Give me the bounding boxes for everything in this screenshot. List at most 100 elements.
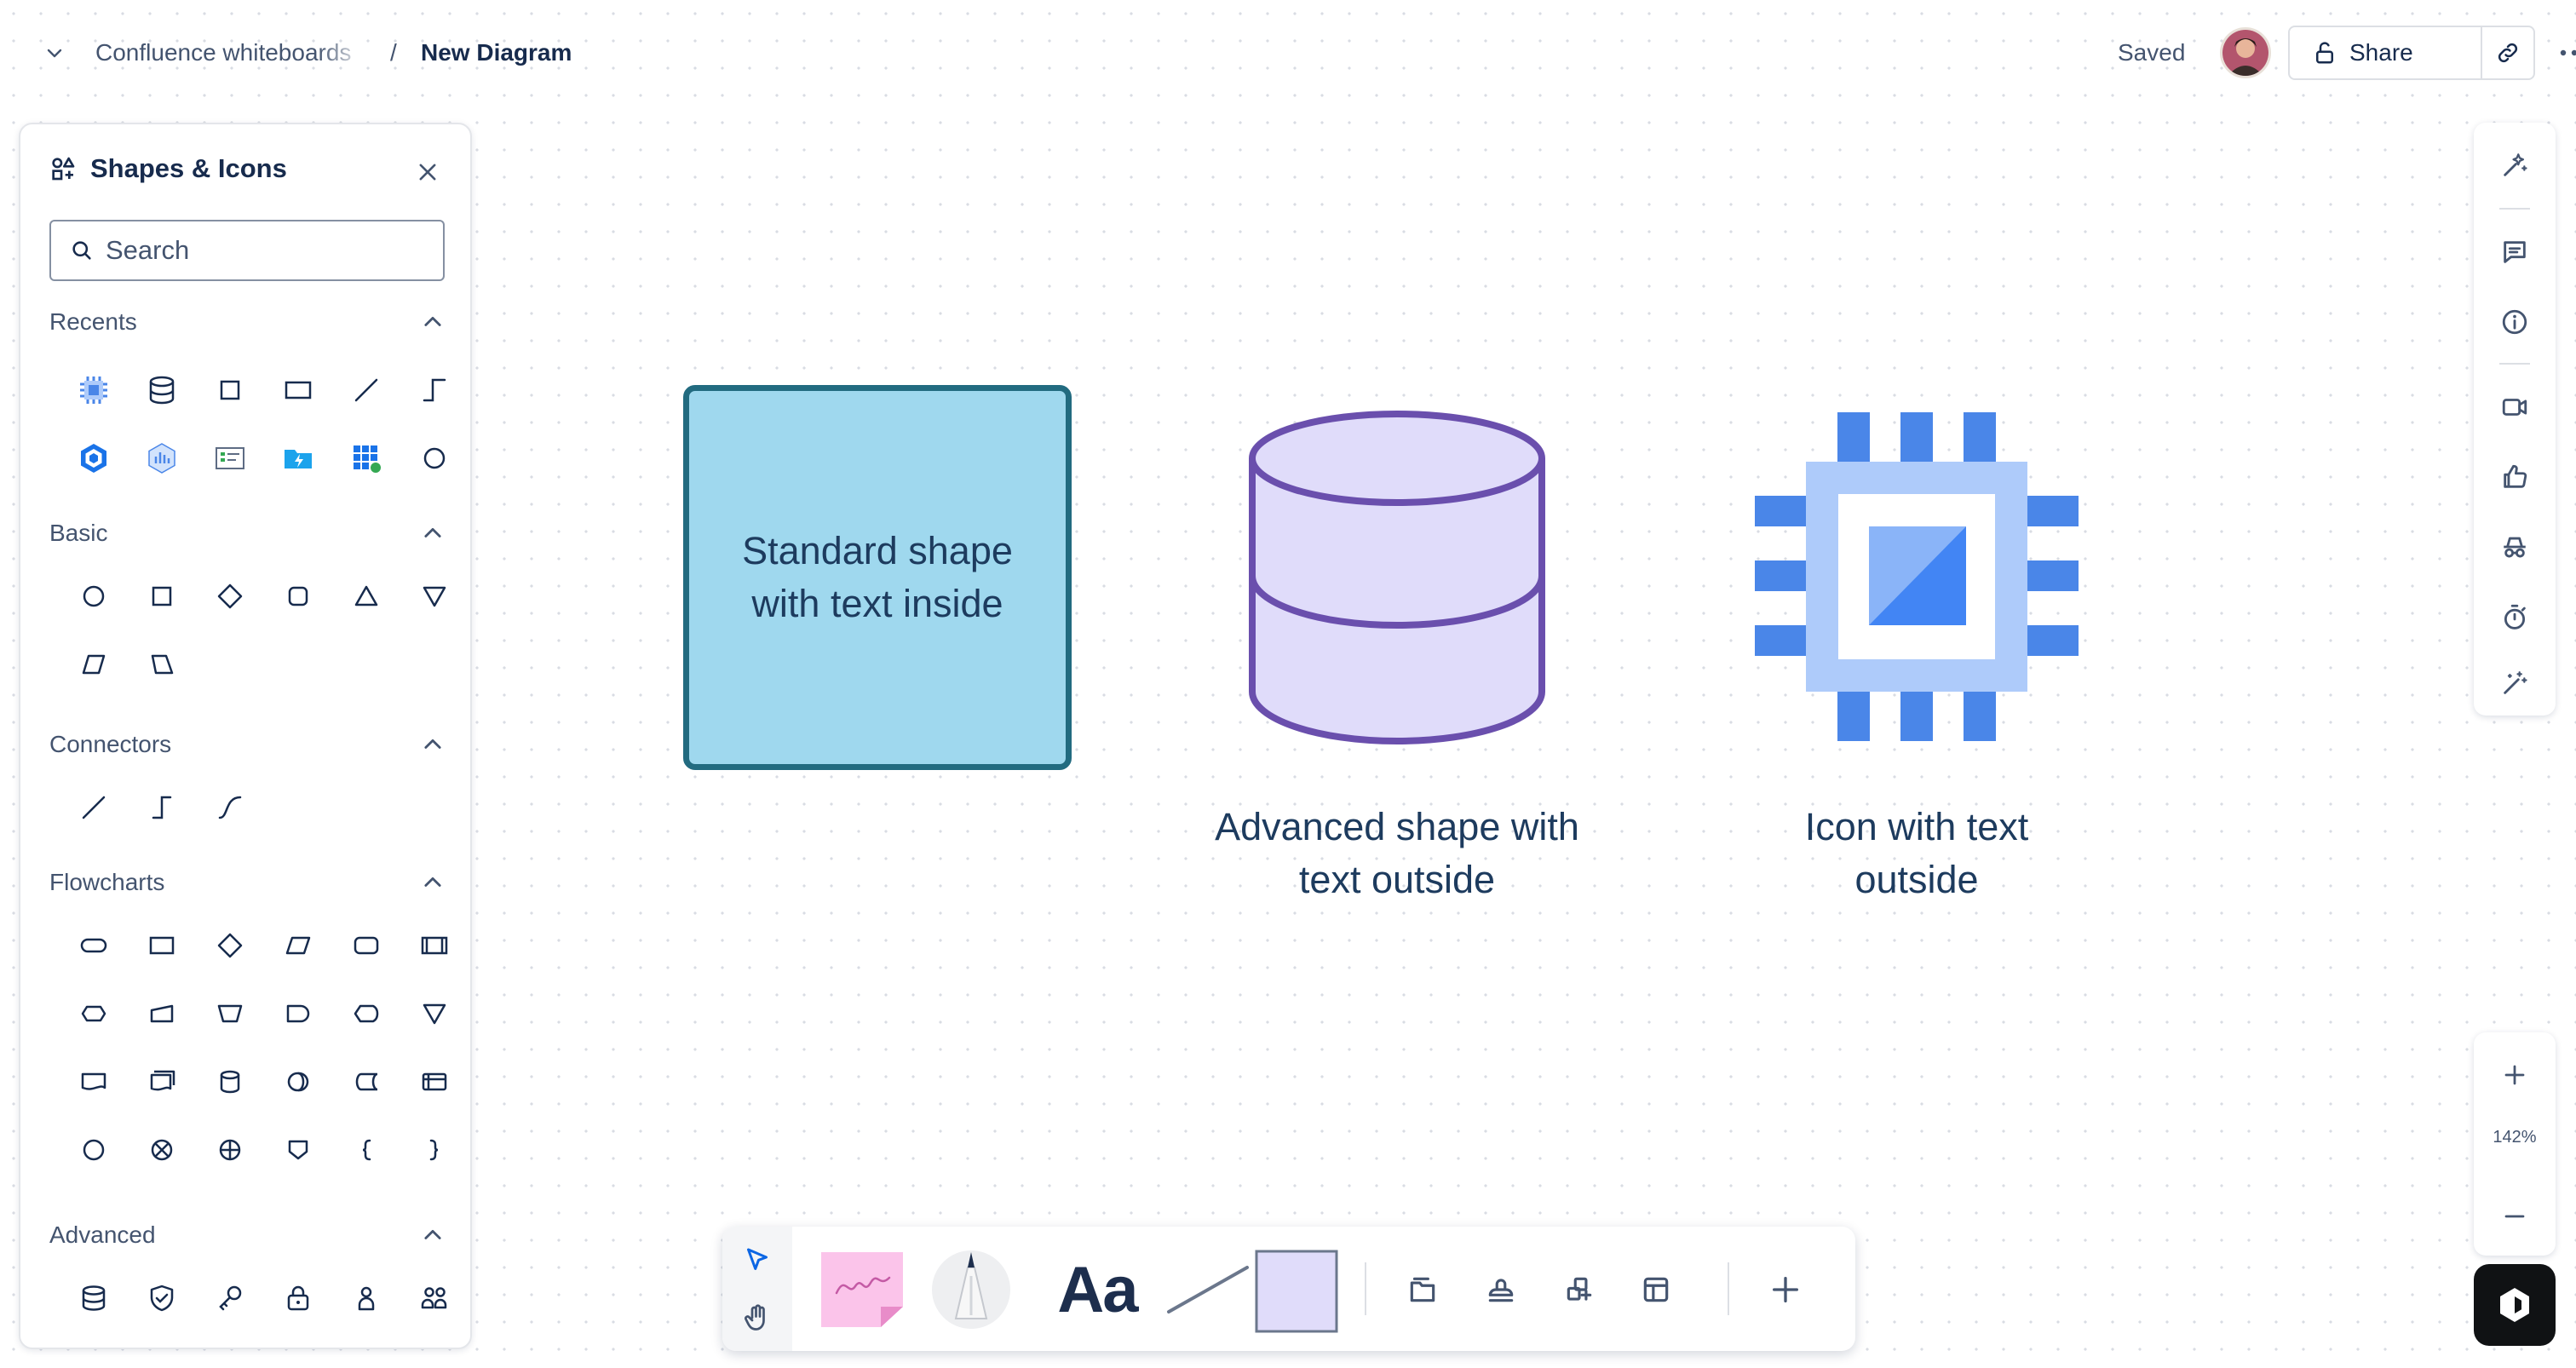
flow-delay[interactable] (264, 980, 332, 1048)
flow-internal-storage[interactable] (400, 1048, 469, 1116)
database-shape[interactable] (1247, 409, 1547, 746)
flow-display[interactable] (332, 980, 400, 1048)
flow-preparation[interactable] (60, 980, 128, 1048)
sticky-note-tool[interactable] (819, 1250, 905, 1329)
frame-tool[interactable] (1400, 1267, 1445, 1312)
more-tools-button[interactable] (1763, 1267, 1808, 1312)
chip-icon-element[interactable] (1755, 412, 2079, 741)
flow-alternate-process[interactable] (332, 911, 400, 980)
close-panel-button[interactable] (411, 155, 445, 189)
shape-process-list[interactable] (196, 424, 264, 492)
loom-button[interactable] (2474, 1264, 2556, 1346)
adv-card[interactable] (264, 1332, 332, 1348)
icon-label[interactable]: Icon with text outside (1804, 805, 2029, 901)
info-button[interactable] (2494, 302, 2535, 342)
space-menu-chevron[interactable] (37, 37, 72, 68)
flow-terminator[interactable] (60, 911, 128, 980)
search-box[interactable] (49, 220, 445, 281)
shape-chip[interactable] (60, 356, 128, 424)
shape-tool[interactable] (1254, 1249, 1339, 1334)
zoom-in-button[interactable] (2494, 1055, 2535, 1095)
flow-document[interactable] (60, 1048, 128, 1116)
shape-circle[interactable] (60, 562, 128, 630)
ai-assist-button[interactable] (2494, 145, 2535, 186)
flow-stored-data[interactable] (196, 1048, 264, 1116)
timer-button[interactable] (2494, 596, 2535, 637)
magic-wand-button[interactable] (2494, 663, 2535, 704)
breadcrumb-space[interactable]: Confluence whiteboards (95, 39, 352, 66)
shape-triangle[interactable] (332, 562, 400, 630)
incognito-button[interactable] (2494, 526, 2535, 567)
shape-elbow-connector[interactable] (400, 356, 469, 424)
hand-tool[interactable] (736, 1296, 779, 1339)
shape-parallelogram[interactable] (60, 630, 128, 698)
adv-users[interactable] (400, 1264, 469, 1332)
shape-inverted-triangle[interactable] (400, 562, 469, 630)
video-button[interactable] (2494, 387, 2535, 428)
adv-lock[interactable] (264, 1264, 332, 1332)
pen-tool[interactable] (930, 1247, 1012, 1332)
shape-hexagon-chart[interactable] (128, 424, 196, 492)
adv-globe[interactable] (128, 1332, 196, 1348)
flow-manual-operation[interactable] (196, 980, 264, 1048)
flow-offpage[interactable] (264, 1116, 332, 1184)
copy-link-button[interactable] (2481, 26, 2535, 80)
connector-curved[interactable] (196, 773, 264, 842)
zoom-level[interactable]: 142% (2493, 1128, 2537, 1147)
adv-key[interactable] (196, 1264, 264, 1332)
line-tool[interactable] (1148, 1250, 1268, 1329)
zoom-out-button[interactable] (2494, 1196, 2535, 1237)
flow-card[interactable] (332, 1048, 400, 1116)
adv-table[interactable] (332, 1332, 400, 1348)
flow-connector[interactable] (60, 1116, 128, 1184)
shape-square[interactable] (196, 356, 264, 424)
flow-direct-data[interactable] (264, 1048, 332, 1116)
flow-merge[interactable] (400, 980, 469, 1048)
adv-server[interactable] (60, 1332, 128, 1348)
connector-straight[interactable] (60, 773, 128, 842)
shape-line[interactable] (332, 356, 400, 424)
connector-elbow[interactable] (128, 773, 196, 842)
shape-grid-app[interactable] (332, 424, 400, 492)
share-button[interactable]: Share (2288, 26, 2482, 80)
adv-database[interactable] (60, 1264, 128, 1332)
shape-rectangle[interactable] (264, 356, 332, 424)
flow-predefined-process[interactable] (400, 911, 469, 980)
adv-user[interactable] (332, 1264, 400, 1332)
flow-decision[interactable] (196, 911, 264, 980)
section-recents[interactable]: Recents (49, 303, 445, 341)
shape-trapezoid[interactable] (128, 630, 196, 698)
shape-diamond[interactable] (196, 562, 264, 630)
section-advanced[interactable]: Advanced (49, 1216, 445, 1254)
shape-folder-function[interactable] (264, 424, 332, 492)
vote-button[interactable] (2494, 457, 2535, 497)
shape-square[interactable] (128, 562, 196, 630)
adv-cloud[interactable] (196, 1332, 264, 1348)
flow-summing-junction[interactable] (128, 1116, 196, 1184)
shape-circle[interactable] (400, 424, 469, 492)
section-connectors[interactable]: Connectors (49, 726, 445, 763)
adv-security[interactable] (128, 1264, 196, 1332)
page-title[interactable]: New Diagram (421, 39, 572, 66)
search-input[interactable] (106, 235, 429, 266)
flow-or[interactable] (196, 1116, 264, 1184)
section-flowcharts[interactable]: Flowcharts (49, 864, 445, 901)
text-tool[interactable]: Aa (1057, 1253, 1138, 1326)
flow-manual-input[interactable] (128, 980, 196, 1048)
flow-brace-right[interactable] (400, 1116, 469, 1184)
flow-data[interactable] (264, 911, 332, 980)
shape-rounded-square[interactable] (264, 562, 332, 630)
smart-sections-tool[interactable] (1557, 1267, 1601, 1312)
shape-hexagon-logo[interactable] (60, 424, 128, 492)
flow-brace-left[interactable] (332, 1116, 400, 1184)
shape-database[interactable] (128, 356, 196, 424)
select-tool[interactable] (736, 1239, 779, 1281)
templates-tool[interactable] (1634, 1267, 1678, 1312)
advanced-shape-label[interactable]: Advanced shape with text outside (1215, 805, 1579, 901)
more-actions-button[interactable] (2547, 26, 2576, 80)
comments-button[interactable] (2494, 232, 2535, 273)
standard-shape[interactable]: Standard shape with text inside (683, 385, 1072, 770)
flow-process[interactable] (128, 911, 196, 980)
avatar[interactable] (2220, 27, 2271, 78)
stamp-tool[interactable] (1479, 1267, 1523, 1312)
